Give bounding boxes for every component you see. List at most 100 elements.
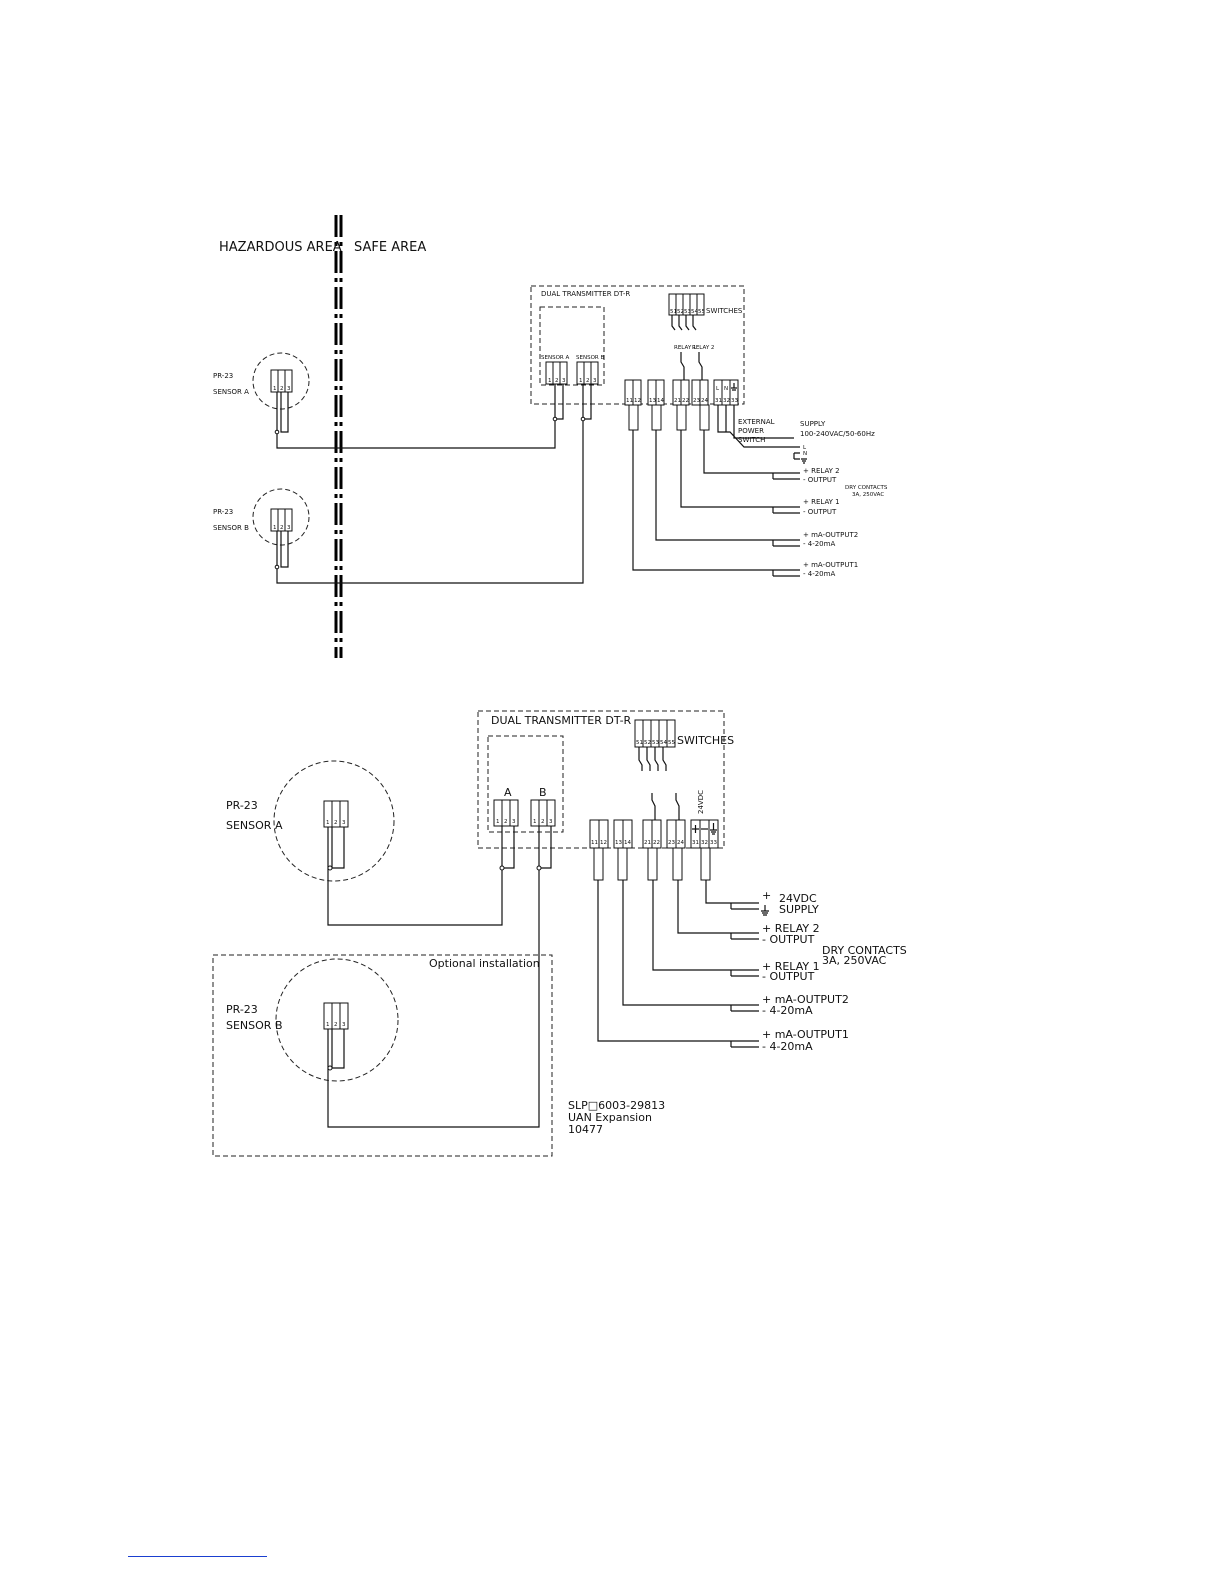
sensor-b-model: PR-23: [226, 1003, 258, 1016]
sensor-a-terminal: 1 2 3: [270, 369, 293, 393]
svg-text:1: 1: [326, 820, 330, 826]
svg-text:33: 33: [731, 398, 738, 404]
svg-text:13: 13: [649, 398, 656, 404]
sensor-a-input-label: SENSOR A: [541, 355, 569, 361]
svg-text:23: 23: [693, 398, 700, 404]
switches-label: SWITCHES: [677, 734, 734, 747]
svg-text:23: 23: [668, 840, 675, 846]
svg-text:3: 3: [342, 820, 346, 826]
dry-contacts-spec: 3A, 250VAC: [822, 954, 887, 967]
ground-icon: [761, 905, 769, 916]
supply-plus-label: +: [762, 889, 771, 902]
sensor-b-input-terminal: 1 2 3: [576, 361, 599, 385]
svg-text:3: 3: [593, 378, 597, 384]
ma-output2-minus-label: - 4-20mA: [803, 540, 835, 548]
svg-text:3: 3: [287, 386, 291, 392]
svg-text:11: 11: [591, 840, 598, 846]
svg-text:3: 3: [287, 525, 291, 531]
sensor-a-name: SENSOR A: [226, 819, 283, 832]
svg-text:2: 2: [504, 819, 508, 825]
footnote-separator: [128, 1556, 267, 1557]
input-a-terminal: 1 2 3: [493, 799, 519, 827]
power-supply-cable: [717, 405, 800, 460]
sensor-a-boundary: [273, 760, 395, 882]
input-b-label: B: [539, 786, 547, 799]
svg-text:22: 22: [653, 840, 660, 846]
svg-text:2: 2: [280, 386, 284, 392]
24vdc-supply-cable: [705, 880, 759, 910]
dry-contacts-spec: 3A, 250VAC: [852, 492, 884, 498]
svg-text:N: N: [724, 386, 728, 392]
svg-text:3: 3: [512, 819, 516, 825]
sensor-b-terminal: 1 2 3: [270, 508, 293, 532]
sensor-b-cable: [327, 826, 552, 1128]
svg-text:L: L: [716, 386, 720, 392]
svg-text:14: 14: [624, 840, 631, 846]
svg-text:55: 55: [698, 309, 705, 315]
svg-text:13: 13: [615, 840, 622, 846]
external-power-switch-label-3: SWITCH: [738, 436, 765, 444]
svg-text:21: 21: [674, 398, 681, 404]
drawing-reference-line-3: 10477: [568, 1123, 603, 1136]
ma-output2-plus-label: + mA-OUTPUT2: [803, 531, 858, 539]
relay-2-cable: [677, 880, 759, 940]
relay-1-minus-label: - OUTPUT: [803, 508, 837, 516]
external-power-switch-label-2: POWER: [738, 427, 764, 435]
svg-text:2: 2: [541, 819, 545, 825]
svg-text:54: 54: [691, 309, 698, 315]
relay-1-label: RELAY 1: [674, 345, 696, 351]
transmitter-title: DUAL TRANSMITTER DT-R: [541, 290, 630, 298]
svg-text:2: 2: [334, 820, 338, 826]
svg-text:52: 52: [644, 740, 651, 746]
dry-contacts-label: DRY CONTACTS: [822, 944, 907, 957]
svg-text:21: 21: [644, 840, 651, 846]
svg-text:3: 3: [549, 819, 553, 825]
sensor-a-input-terminal: 1 2 3: [545, 361, 568, 385]
transmitter-title: DUAL TRANSMITTER DT-R: [491, 714, 632, 727]
switch-block: 51 52 53 54 55: [668, 293, 705, 331]
input-a-label: A: [504, 786, 512, 799]
sensor-a-model: PR-23: [226, 799, 258, 812]
relay-2-plus-label: + RELAY 2: [803, 467, 840, 475]
24vdc-vertical-label: 24VDC: [697, 790, 705, 814]
svg-text:55: 55: [668, 740, 675, 746]
switches-label: SWITCHES: [706, 307, 743, 315]
dry-contacts-label: DRY CONTACTS: [845, 485, 888, 491]
relay-contacts: [651, 793, 680, 820]
hazardous-area-label: HAZARDOUS AREA: [219, 240, 342, 255]
terminal-21-22: 21 22: [642, 819, 662, 849]
optional-installation-box: [212, 954, 553, 1157]
relay-2-minus-label: - OUTPUT: [803, 476, 837, 484]
relay-1-cable: [652, 880, 759, 977]
ground-icon: [801, 458, 807, 464]
terminal-31-33-power: 31 32 33: [690, 819, 719, 849]
supply-label: SUPPLY: [800, 420, 826, 428]
terminal-11-12: 11 12: [624, 379, 642, 406]
svg-text:53: 53: [684, 309, 691, 315]
svg-text:53: 53: [652, 740, 659, 746]
sensor-a-cable: [327, 826, 515, 926]
relay-2-plus-label: + RELAY 2: [762, 922, 820, 935]
top-diagram: HAZARDOUS AREA SAFE AREA DUAL TRANSMITTE…: [213, 215, 888, 658]
svg-text:14: 14: [657, 398, 664, 404]
sensor-b-boundary: [275, 958, 399, 1082]
ma-output1-minus-label: - 4-20mA: [803, 570, 835, 578]
svg-text:1: 1: [533, 819, 537, 825]
svg-text:33: 33: [710, 840, 717, 846]
ma-output2-plus-label: + mA-OUTPUT2: [762, 993, 849, 1006]
sensor-a-model: PR-23: [213, 372, 233, 380]
external-power-switch-label: EXTERNAL: [738, 418, 775, 426]
drawing-reference-line-1: SLP□6003-29813: [568, 1099, 665, 1112]
sensor-a-cable: [276, 384, 564, 449]
terminal-13-14: 13 14: [647, 379, 665, 406]
svg-text:2: 2: [555, 378, 559, 384]
relay-2-minus-label: - OUTPUT: [762, 933, 815, 946]
sensor-b-terminal: 1 2 3: [323, 1002, 349, 1030]
svg-text:54: 54: [660, 740, 667, 746]
terminal-23-24: 23 24: [691, 379, 709, 406]
supply-24vdc-label: 24VDC: [779, 892, 817, 905]
safe-area-label: SAFE AREA: [354, 240, 426, 255]
svg-text:2: 2: [586, 378, 590, 384]
svg-text:1: 1: [273, 525, 277, 531]
relay-2-cable: [703, 430, 800, 480]
